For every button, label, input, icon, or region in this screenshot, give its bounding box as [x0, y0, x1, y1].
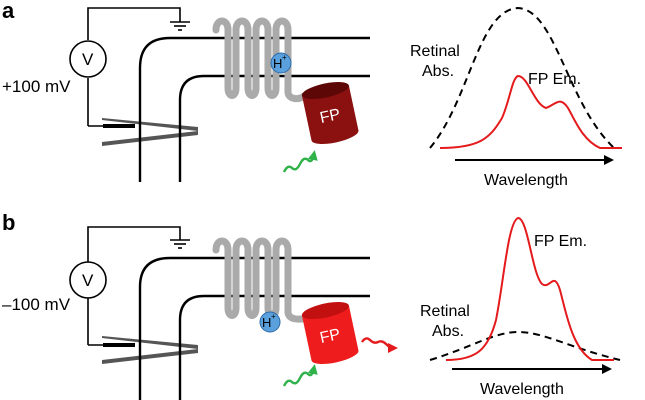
fp-emission-curve-b: [445, 216, 614, 361]
proton-ion-a: H +: [270, 52, 292, 74]
proton-label-b: H: [262, 315, 271, 330]
voltmeter-b: V: [69, 261, 107, 299]
electrode-b: [102, 336, 198, 364]
spectrum-chart-b: Wavelength Retinal Abs. FP Em.: [420, 216, 621, 398]
ground-symbol-a: [170, 21, 190, 31]
proton-label-a: H: [273, 56, 282, 71]
fp-em-label-b: FP Em.: [534, 233, 587, 250]
voltmeter-letter-b: V: [82, 271, 94, 290]
wavelength-label-b: Wavelength: [480, 381, 564, 398]
spectrum-chart-a: Wavelength Retinal Abs. FP Em.: [410, 6, 622, 189]
retinal-abs-label-b: Retinal Abs.: [420, 303, 474, 340]
fp-label-b: FP: [318, 326, 342, 347]
fp-em-label-a: FP Em.: [528, 71, 581, 88]
retinal-absorption-curve-a: [429, 6, 615, 149]
excitation-arrow-b: [282, 364, 318, 387]
electrode-a: [102, 118, 198, 146]
retinal-abs-line1-b: Retinal: [420, 303, 470, 320]
retinal-abs-label-a: Retinal Abs.: [410, 43, 464, 80]
excitation-arrow-a: [282, 150, 318, 173]
rhodopsin-helices-a: [212, 17, 308, 103]
voltage-label-b: –100 mV: [2, 295, 71, 314]
proton-ion-b: H +: [259, 311, 281, 333]
retinal-abs-line2-a: Abs.: [422, 63, 454, 80]
fluorescent-protein-b: FP: [301, 302, 359, 364]
ground-symbol-b: [170, 239, 190, 249]
panel-label-b: b: [2, 210, 15, 235]
retinal-abs-line2-b: Abs.: [432, 323, 464, 340]
proton-charge-b: +: [271, 312, 276, 321]
panel-b: b V –100 mV H +: [2, 210, 621, 400]
cell-membrane-a: [138, 36, 370, 182]
retinal-absorption-curve-b: [429, 330, 621, 361]
voltmeter-a: V: [69, 40, 107, 78]
panel-a: a V +100 mV: [2, 0, 622, 189]
fp-emission-curve-a: [439, 74, 622, 149]
emitted-light-arrow-b: [361, 337, 398, 353]
voltage-label-a: +100 mV: [2, 77, 71, 96]
panel-label-a: a: [2, 0, 15, 23]
voltmeter-letter-a: V: [82, 50, 94, 69]
proton-charge-a: +: [282, 53, 287, 62]
cell-membrane-b: [138, 256, 370, 400]
wavelength-label-a: Wavelength: [484, 172, 568, 189]
fp-label-a: FP: [318, 106, 342, 127]
retinal-abs-line1-a: Retinal: [410, 43, 460, 60]
rhodopsin-helices-b: [212, 237, 310, 323]
fluorescent-protein-a: FP: [301, 82, 359, 144]
